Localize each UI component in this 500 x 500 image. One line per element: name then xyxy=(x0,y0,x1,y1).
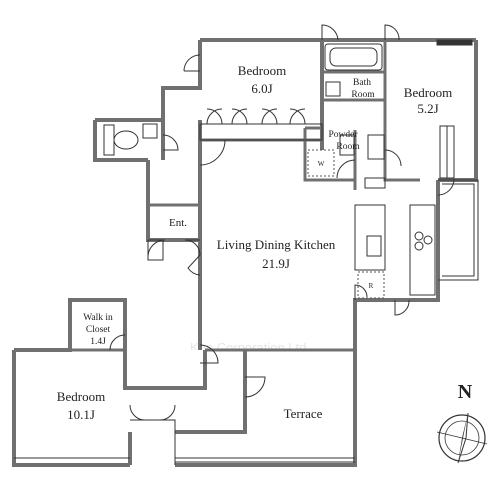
walkin-size: 1.4J xyxy=(90,337,106,347)
stove-icon xyxy=(414,231,433,251)
bathroom-fixtures xyxy=(324,43,436,296)
ldk-size: 21.9J xyxy=(262,256,290,271)
right-closet xyxy=(439,125,455,179)
kitchen-counter xyxy=(409,204,436,296)
bath-label-2: Room xyxy=(351,90,375,100)
washer-marker: W xyxy=(318,160,325,168)
bedroom-bottom-name: Bedroom xyxy=(57,389,105,404)
fridge-space xyxy=(357,271,385,299)
walkin-label-1: Walk in xyxy=(83,313,113,323)
shower-fixture xyxy=(325,81,341,97)
sink xyxy=(367,134,385,160)
powder-label-1: Powder xyxy=(328,130,358,140)
vanity xyxy=(339,134,355,156)
bedroom-right-size: 5.2J xyxy=(417,101,438,116)
washer-space xyxy=(307,149,335,177)
terrace-area xyxy=(175,350,355,465)
bath-label-1: Bath xyxy=(353,78,371,88)
bedroom-top-size: 6.0J xyxy=(251,81,272,96)
closet-doors xyxy=(199,108,323,141)
bedroom-top-name: Bedroom xyxy=(238,63,286,78)
entrance-label: Ent. xyxy=(169,217,187,229)
ldk-name: Living Dining Kitchen xyxy=(217,237,336,252)
terrace-label: Terrace xyxy=(284,406,323,421)
window-lines xyxy=(14,39,479,465)
compass-north-letter: N xyxy=(458,381,473,403)
bedroom-bottom-size: 10.1J xyxy=(67,407,95,422)
bathtub xyxy=(324,43,383,71)
powder-label-2: Room xyxy=(336,142,360,152)
compass: N xyxy=(436,381,488,464)
bedroom-right-name: Bedroom xyxy=(404,85,452,100)
kitchen-island xyxy=(354,204,386,271)
door-swings xyxy=(109,24,455,421)
walkin-label-2: Closet xyxy=(86,325,111,335)
fridge-marker: R xyxy=(369,282,374,290)
compass-ring xyxy=(438,414,486,462)
toilet xyxy=(103,123,158,156)
